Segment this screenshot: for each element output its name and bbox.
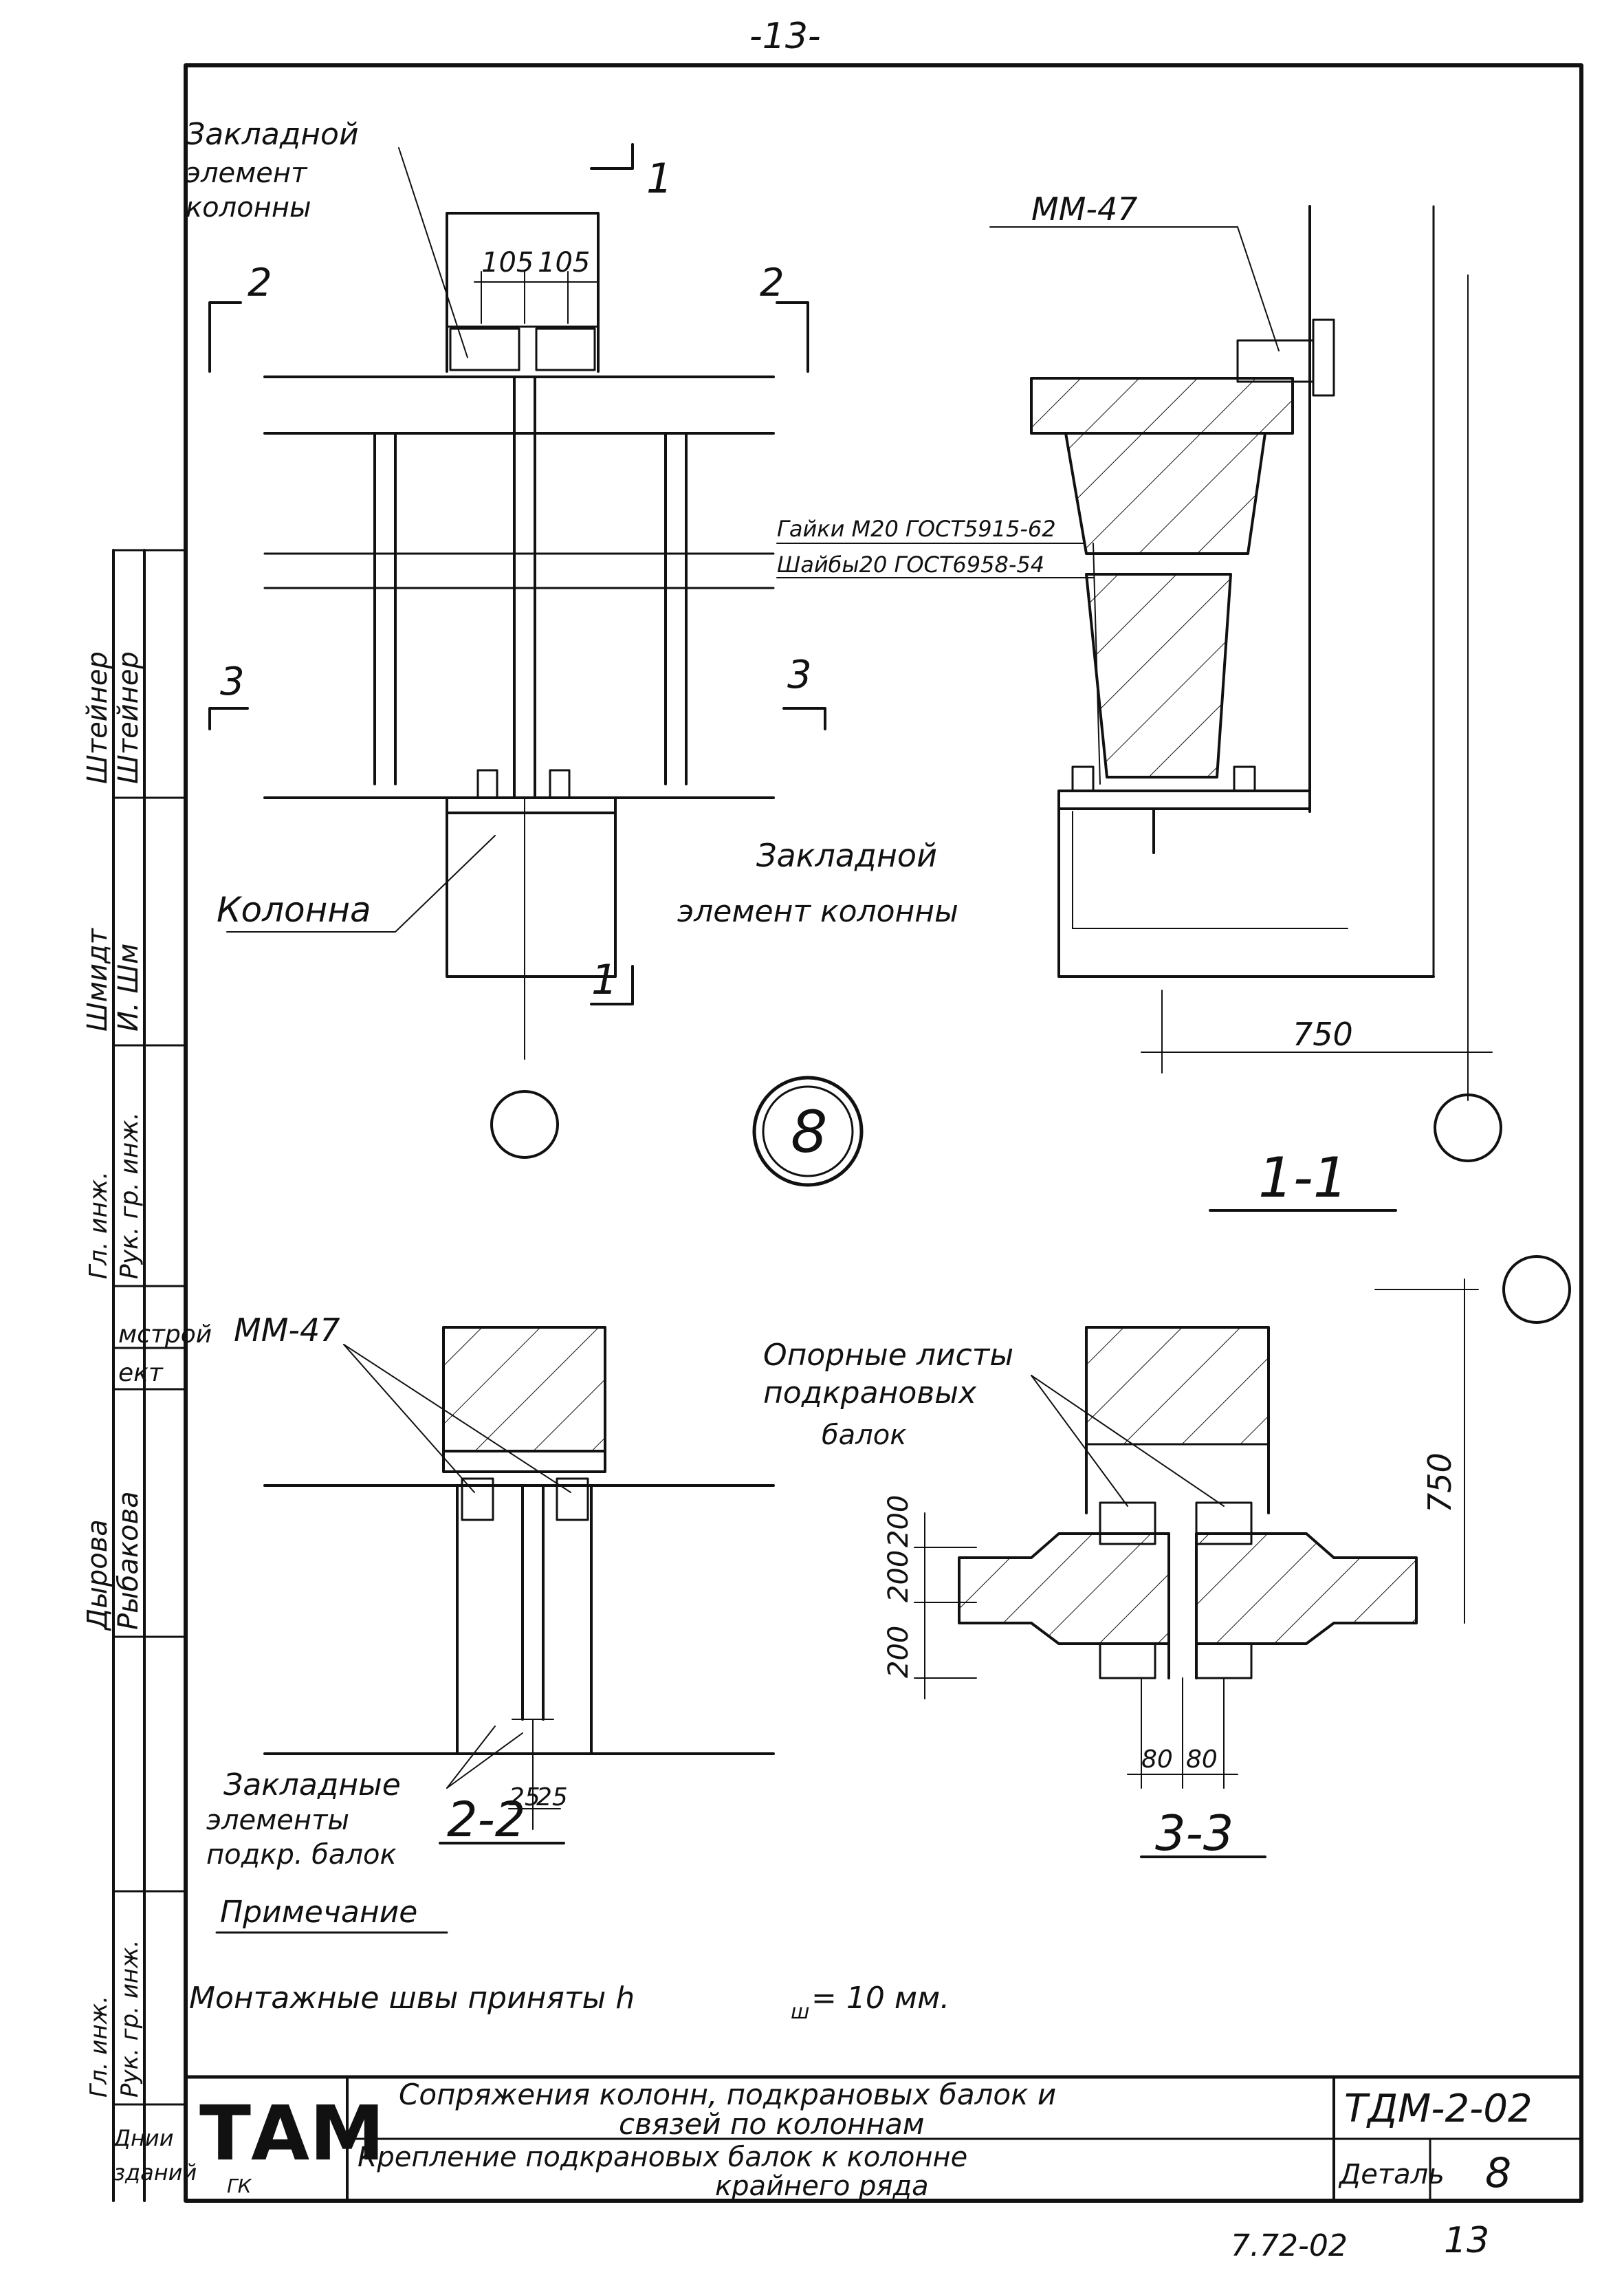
side-stamp-row: зданий — [113, 2159, 197, 2186]
section-mark-1: 1 — [646, 155, 672, 203]
dim-80-left: 80 — [1141, 1745, 1173, 1774]
nut-note: Гайки М20 ГОСТ5915-62 — [777, 516, 1056, 542]
title-line-2: связей по колоннам — [619, 2107, 924, 2141]
side-stamp-row: Гл. инж. — [85, 1171, 113, 1279]
dim-80-right: 80 — [1186, 1745, 1218, 1774]
title-block — [184, 2075, 1583, 2203]
section-2-2-embedded: элементы — [206, 1805, 349, 1836]
drawing-code: ТДМ-2-02 — [1344, 2087, 1533, 2131]
side-stamp-row: ект — [118, 1359, 164, 1387]
side-stamp-row: Рыбакова — [113, 1491, 144, 1630]
side-stamp-row: Гл. инж. — [85, 1996, 113, 2098]
section-mark-2-right: 2 — [760, 261, 784, 305]
dim-25-right: 25 — [536, 1783, 568, 1811]
section-3-3-view — [914, 1255, 1571, 1858]
section-1-1-embedded-1: Закладной — [756, 837, 937, 874]
side-stamp-row: И. Шм — [113, 944, 144, 1032]
plates-label: Опорные листы — [763, 1338, 1013, 1373]
section-mark-1-bottom: 1 — [591, 956, 617, 1004]
dim-750-vertical: 750 — [1421, 1452, 1458, 1513]
section-2-2-embedded: подкр. балок — [206, 1839, 397, 1871]
dim-200-mid: 200 — [883, 1550, 914, 1602]
logo-sub: ГК — [227, 2175, 252, 2197]
title-line-1: Сопряжения колонн, подкрановых балок и — [399, 2078, 1056, 2111]
bottom-page: 13 — [1444, 2220, 1489, 2261]
section-2-2-view — [263, 1326, 775, 1844]
dim-25-left: 25 — [509, 1783, 540, 1811]
detail-bubble — [752, 1076, 864, 1187]
section-2-2-embedded: Закладные — [223, 1767, 401, 1803]
section-3-3-title: 3-3 — [1155, 1805, 1233, 1862]
logo: ТАМ — [199, 2089, 385, 2177]
section-mark-2-left: 2 — [248, 261, 272, 305]
column-label: Колонна — [217, 890, 371, 930]
section-2-2-mm47: ММ-47 — [234, 1311, 340, 1349]
side-stamp-row: Днии — [112, 2125, 174, 2151]
elevation-embedded-label: колонны — [186, 192, 311, 224]
side-stamp-row: Штейнер — [82, 651, 113, 784]
section-1-1-title: 1-1 — [1258, 1146, 1348, 1210]
section-mark-3-left: 3 — [220, 660, 245, 704]
note-text: Монтажные швы приняты h — [189, 1981, 635, 2016]
dim-200-bot: 200 — [883, 1626, 914, 1678]
side-stamp-row: Рук. гр. инж. — [116, 1112, 144, 1279]
side-stamp-row: Штейнер — [113, 651, 144, 784]
elevation-embedded-label: Закладной — [186, 117, 359, 152]
side-stamp-row: Шмидт — [82, 927, 113, 1032]
page-number: -13- — [749, 16, 821, 57]
sheet-frame — [184, 63, 1583, 2203]
side-stamp-row: мстрой — [118, 1320, 212, 1349]
dim-200-top: 200 — [883, 1495, 914, 1547]
elevation-embedded-label: элемент — [186, 157, 308, 189]
section-mark-3-right: 3 — [787, 653, 812, 697]
plates-label: балок — [822, 1419, 906, 1451]
note-heading: Примечание — [220, 1895, 417, 1930]
plates-label: подкрановых — [763, 1375, 977, 1411]
side-stamp: Штейнер Штейнер Шмидт И. Шм Рук. гр. инж… — [82, 549, 212, 2202]
side-stamp-row: Дырова — [82, 1519, 113, 1631]
bottom-code: 7.72-02 — [1231, 2228, 1348, 2263]
elevation-view — [208, 143, 826, 1159]
note-value: = 10 мм. — [811, 1981, 950, 2016]
section-1-1-embedded-2: элемент колонны — [677, 894, 958, 929]
detail-number: 8 — [791, 1098, 827, 1166]
note-subscript: ш — [791, 2000, 809, 2024]
section-1-1-mm47: ММ-47 — [1031, 191, 1138, 228]
section-1-1-dim-750: 750 — [1293, 1016, 1353, 1053]
subtitle-line-1: Крепление подкрановых балок к колонне — [358, 2142, 967, 2173]
section-1-1-view — [776, 205, 1502, 1212]
side-stamp-row: Рук. гр. инж. — [116, 1939, 144, 2098]
washer-note: Шайбы20 ГОСТ6958-54 — [777, 552, 1044, 578]
detail-value: 8 — [1485, 2149, 1511, 2197]
section-2-2-title: 2-2 — [447, 1792, 525, 1848]
detail-label: Деталь — [1338, 2159, 1445, 2190]
dim-105-left: 105 — [481, 247, 534, 279]
subtitle-line-2: крайнего ряда — [715, 2170, 929, 2202]
dim-105-right: 105 — [538, 247, 590, 279]
